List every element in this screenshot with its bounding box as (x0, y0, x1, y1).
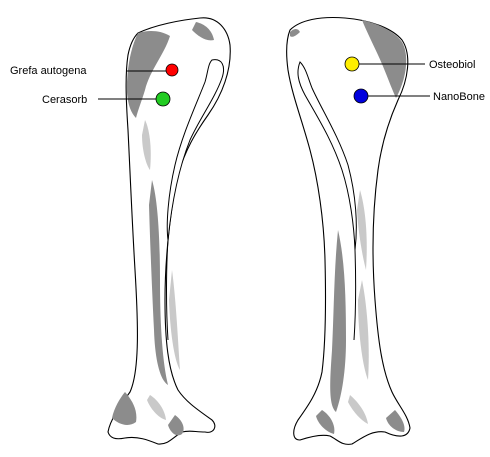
nanobone-marker (354, 89, 368, 103)
osteobiol-marker (345, 57, 359, 71)
grefa-marker (166, 64, 178, 76)
cerasorb-marker (156, 92, 170, 106)
grefa-label: Grefa autogena (10, 65, 87, 77)
nanobone-label: NanoBone (433, 91, 485, 103)
right-tibia (287, 18, 410, 445)
left-tibia-light-shaft (169, 270, 180, 370)
left-tibia-groove-line (167, 240, 169, 340)
left-tibia (108, 18, 230, 444)
osteobiol-label: Osteobiol (429, 59, 475, 71)
cerasorb-label: Cerasorb (42, 94, 87, 106)
